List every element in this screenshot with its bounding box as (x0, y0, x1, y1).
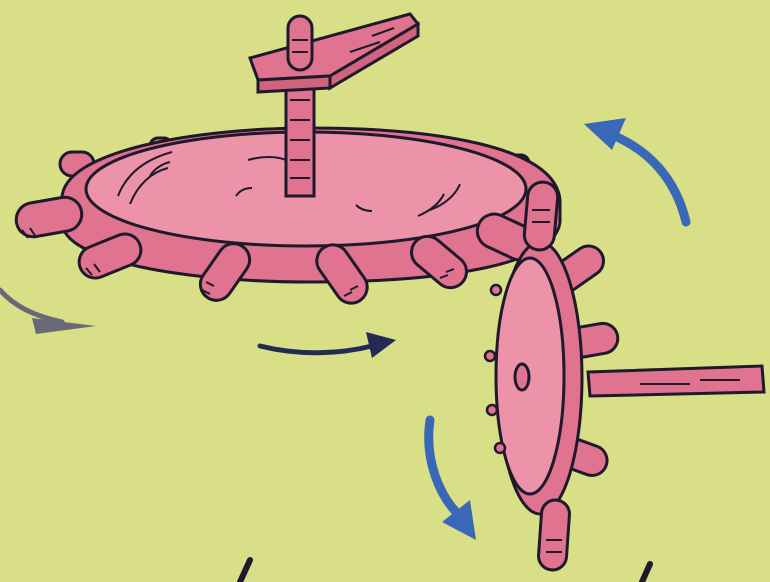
pinion-hub (515, 364, 529, 390)
crank-knob (288, 16, 312, 70)
pinion-bottom-peg (538, 499, 571, 571)
pinion-top-peg (523, 181, 559, 251)
axle (588, 366, 764, 396)
